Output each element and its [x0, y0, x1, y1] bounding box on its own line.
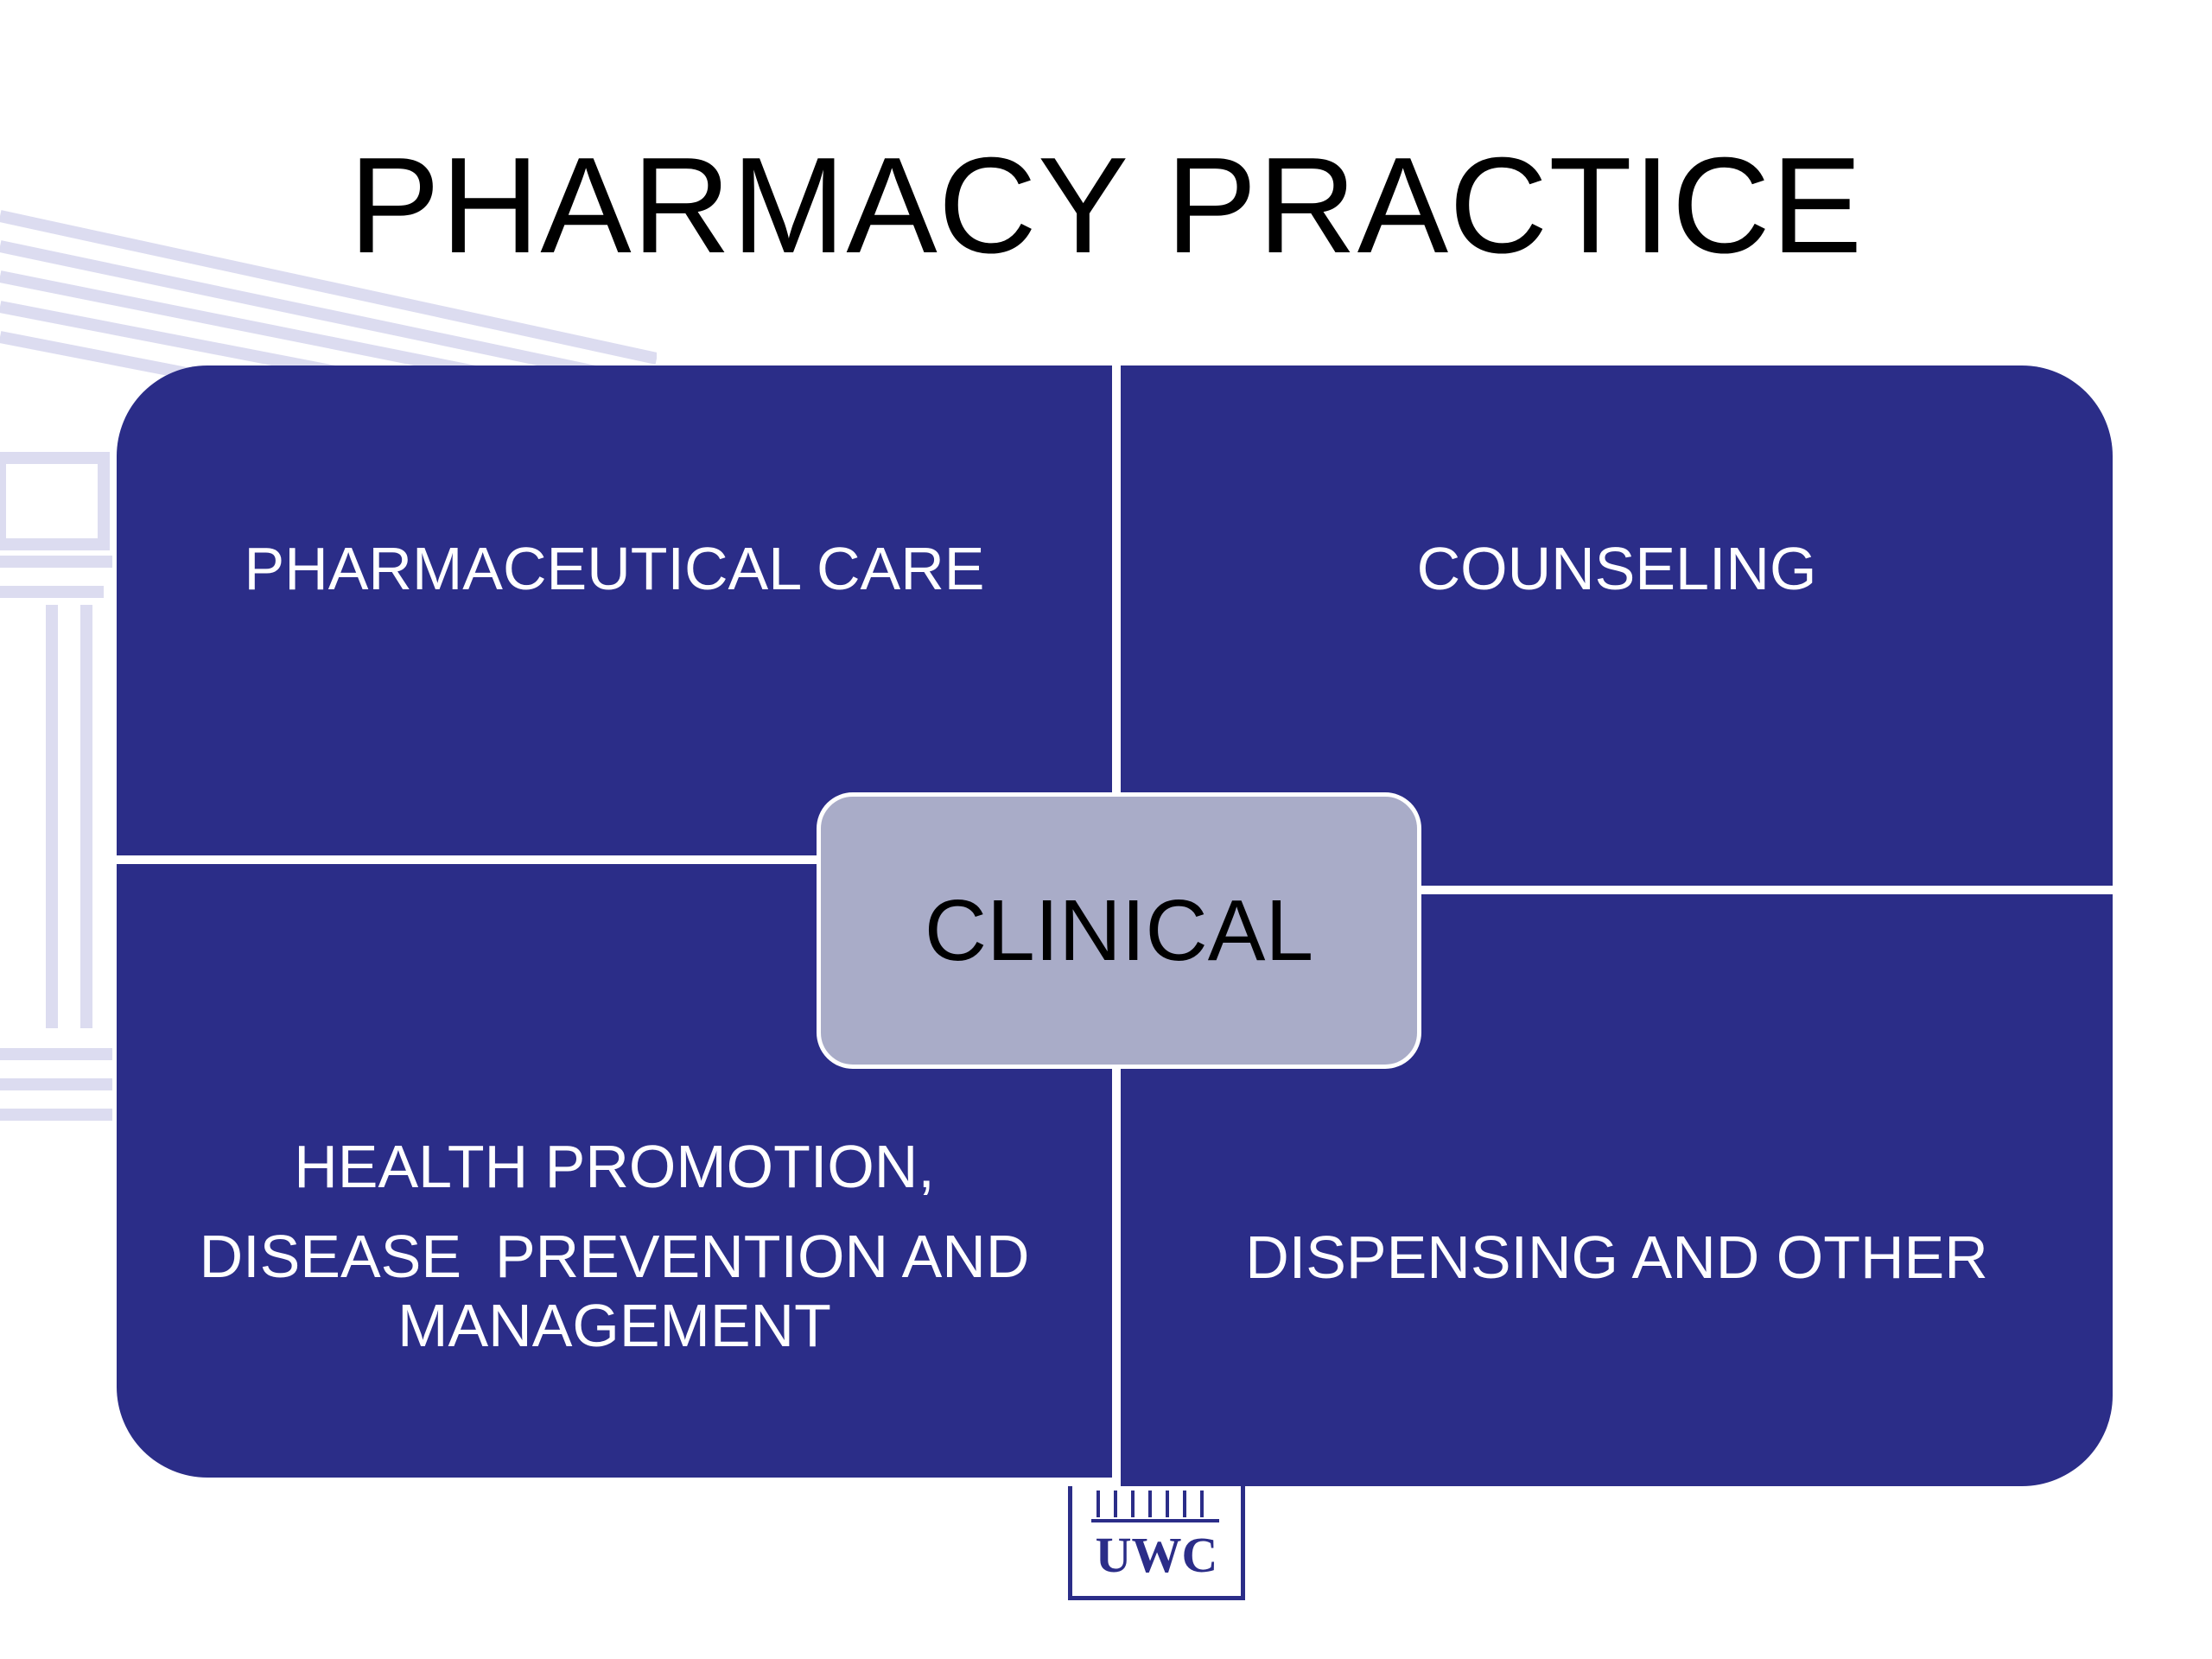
quadrant-pharmaceutical-care: PHARMACEUTICAL CARE — [117, 365, 1112, 855]
logo-text: UWC — [1095, 1527, 1218, 1583]
quadrant-label-line: HEALTH PROMOTION, — [294, 1133, 935, 1200]
quadrant-label: PHARMACEUTICAL CARE — [244, 535, 985, 602]
columns-icon — [1091, 1491, 1219, 1522]
quadrant-label: HEALTH PROMOTION, DISEASE PREVENTION AND… — [117, 1132, 1112, 1360]
center-label: CLINICAL — [924, 881, 1314, 979]
quadrant-label-line: DISEASE PREVENTION AND — [199, 1223, 1030, 1290]
slide-title: PHARMACY PRACTICE — [348, 130, 1864, 282]
quadrant-label: DISPENSING AND OTHER — [1245, 1224, 1988, 1291]
quadrant-label: COUNSELING — [1416, 535, 1817, 602]
quadrant-label-line: MANAGEMENT — [397, 1292, 831, 1359]
center-node-clinical: CLINICAL — [817, 792, 1421, 1069]
uwc-logo: UWC — [1068, 1486, 1245, 1600]
